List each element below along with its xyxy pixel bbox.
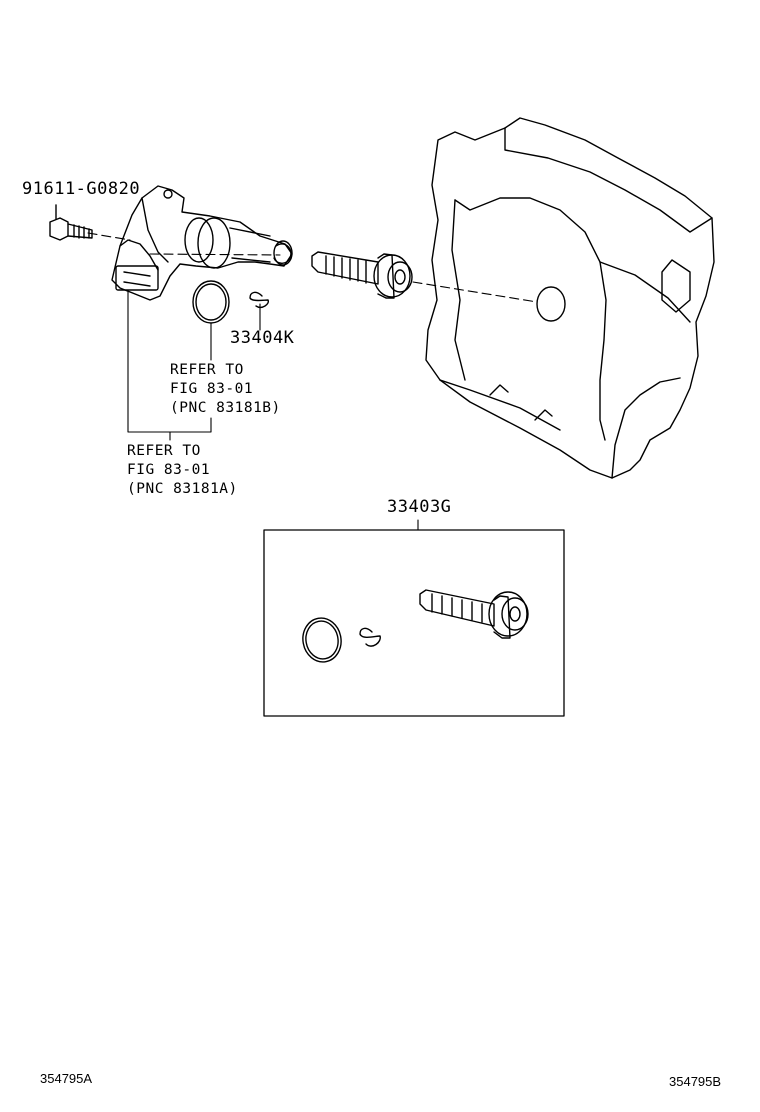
kit-box (263, 529, 565, 717)
clip-part (249, 291, 269, 309)
reference-b-line3: (PNC 83181B) (170, 400, 281, 416)
transmission-housing (425, 117, 715, 479)
part-number-clip: 33404K (230, 328, 295, 348)
alignment-lines (87, 232, 538, 303)
reference-note-a: REFER TO FIG 83-01 (PNC 83181A) (127, 442, 238, 499)
illustration-code-left: 354795A (40, 1071, 93, 1086)
leader-lines (127, 289, 419, 531)
part-number-kit: 33403G (387, 497, 452, 517)
part-number-bolt: 91611-G0820 (22, 179, 141, 199)
bolt-part (49, 204, 93, 241)
reference-b-line2: FIG 83-01 (170, 381, 254, 397)
reference-a-line3: (PNC 83181A) (127, 481, 238, 497)
o-ring-part (192, 280, 230, 324)
reference-note-b: REFER TO FIG 83-01 (PNC 83181B) (170, 361, 281, 418)
illustration-code-right: 354795B (669, 1074, 722, 1089)
reference-b-line1: REFER TO (170, 362, 244, 378)
driven-gear-part (311, 251, 413, 299)
sensor-sleeve-assembly (111, 185, 293, 301)
reference-a-line2: FIG 83-01 (127, 462, 211, 478)
reference-a-line1: REFER TO (127, 443, 201, 459)
